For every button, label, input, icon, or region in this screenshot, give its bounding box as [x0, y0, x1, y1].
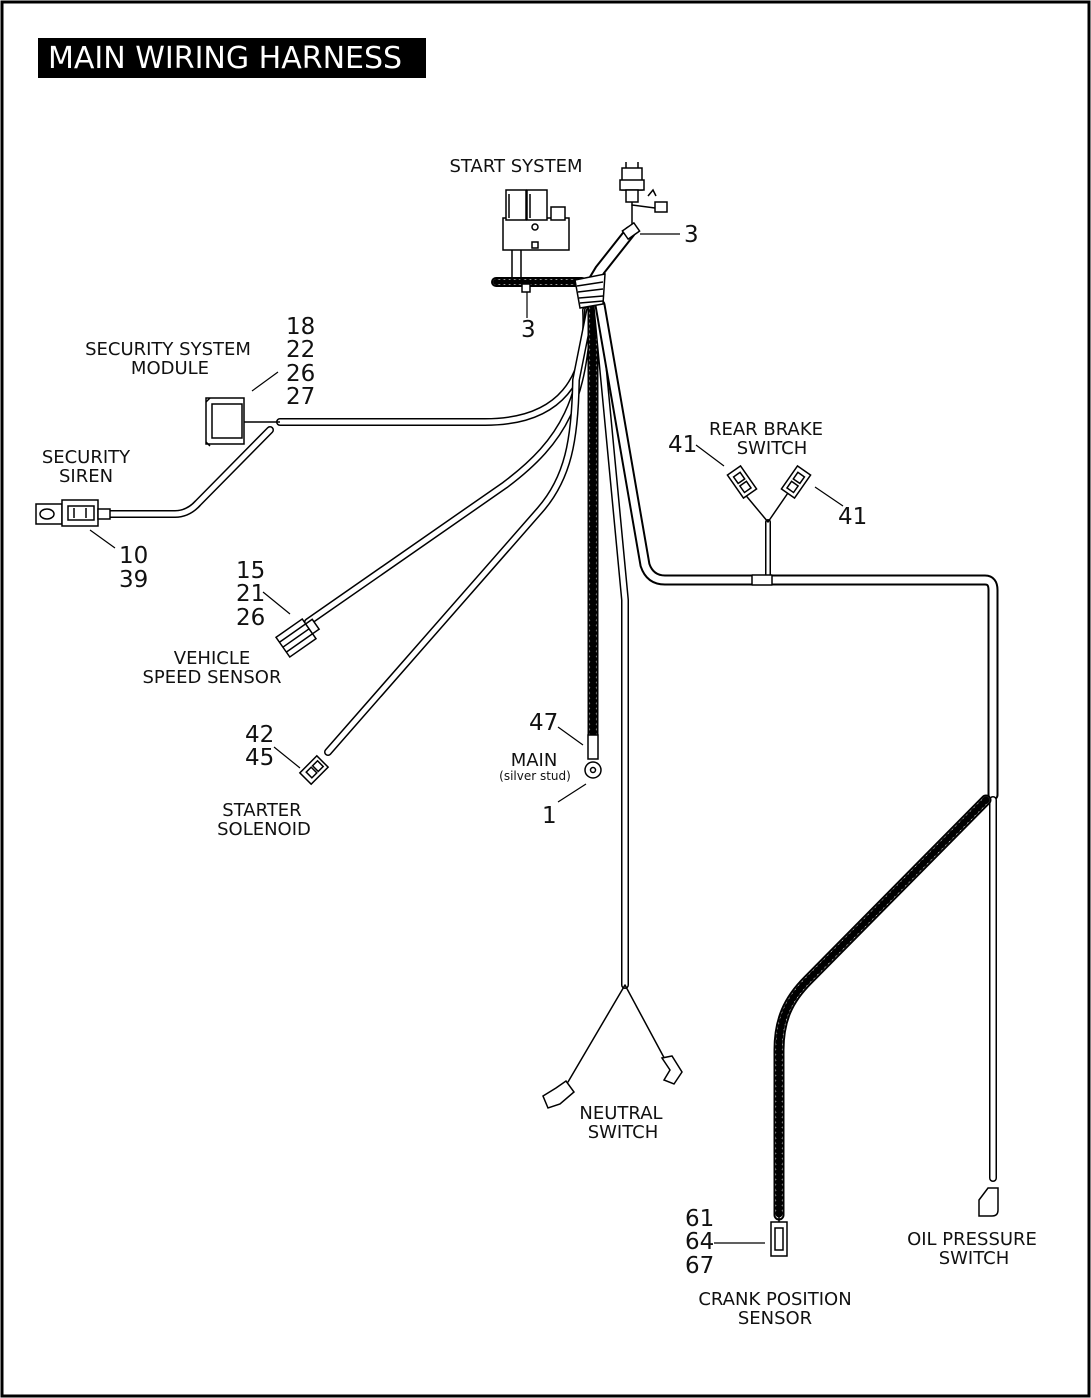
label-crank-sensor-line2: SENSOR [738, 1308, 812, 1329]
neutral-switch-terminals [542, 1055, 683, 1109]
callout-security-module-1: 18 [286, 314, 315, 340]
label-main: MAIN [511, 750, 558, 771]
wire-neutral-switch [593, 301, 629, 989]
callout-crank-sensor-2: 64 [685, 1229, 714, 1255]
title-block: MAIN WIRING HARNESS [38, 38, 426, 78]
leader-lines [89, 233, 844, 1244]
callout-speed-sensor-3: 26 [236, 605, 265, 631]
wire-neutral-leads [567, 984, 669, 1083]
label-oil-pressure-line1: OIL PRESSURE [907, 1229, 1037, 1250]
callout-security-module-4: 27 [286, 384, 315, 410]
callout-crank-sensor-1: 61 [685, 1206, 714, 1232]
label-neutral-switch-line1: NEUTRAL [579, 1103, 662, 1124]
wire-layer [106, 194, 999, 1221]
callout-security-siren-1: 10 [119, 543, 148, 569]
label-security-siren-line1: SECURITY [42, 447, 131, 468]
label-speed-sensor-line2: SPEED SENSOR [143, 667, 282, 688]
callout-crank-sensor-3: 67 [685, 1253, 714, 1279]
callout-speed-sensor-1: 15 [236, 558, 265, 584]
start-system-connector [521, 162, 668, 293]
oil-pressure-terminal [978, 1187, 999, 1217]
label-main-note: (silver stud) [499, 769, 571, 783]
harness-junction [574, 273, 606, 309]
starter-solenoid-connector [298, 754, 330, 786]
wire-rear-brake [742, 489, 791, 586]
wire-security-siren [106, 426, 274, 518]
title-background [38, 38, 426, 78]
rear-brake-connector-right [780, 464, 812, 500]
crank-sensor-connector [770, 1215, 788, 1257]
label-rear-brake-line2: SWITCH [737, 438, 808, 459]
callout-starter-solenoid-1: 42 [245, 722, 274, 748]
main-ring-terminal [584, 734, 602, 779]
label-rear-brake-line1: REAR BRAKE [709, 419, 823, 440]
callout-security-siren-2: 39 [119, 567, 148, 593]
callout-security-module-3: 26 [286, 361, 315, 387]
callout-rear-brake-right: 41 [838, 504, 867, 530]
start-system-relays [502, 189, 570, 251]
security-siren-connector [35, 499, 111, 527]
label-security-module-line2: MODULE [131, 358, 209, 379]
wire-speed-sensor [304, 306, 592, 626]
label-starter-solenoid-line1: STARTER [222, 800, 301, 821]
label-neutral-switch-line2: SWITCH [588, 1122, 659, 1143]
label-security-siren-line2: SIREN [59, 466, 113, 487]
callout-starter-solenoid-2: 45 [245, 745, 274, 771]
callout-speed-sensor-2: 21 [236, 581, 265, 607]
page-title: MAIN WIRING HARNESS [48, 41, 402, 76]
wire-security-module [276, 306, 591, 426]
callout-numbers: 3 3 18 22 26 27 10 39 15 21 26 42 45 47 … [119, 222, 867, 1279]
label-crank-sensor-line1: CRANK POSITION [698, 1289, 851, 1310]
wire-starter-solenoid [324, 306, 594, 756]
callout-main-bottom: 1 [542, 803, 557, 829]
label-oil-pressure-line2: SWITCH [939, 1248, 1010, 1269]
rear-brake-connector-left [726, 464, 758, 500]
label-start-system: START SYSTEM [450, 156, 583, 177]
callout-security-module-2: 22 [286, 337, 315, 363]
label-speed-sensor-line1: VEHICLE [174, 648, 251, 669]
wire-crank-sensor [773, 794, 992, 1221]
label-security-module-line1: SECURITY SYSTEM [85, 339, 251, 360]
callout-main-top: 47 [529, 710, 558, 736]
security-module-connector [205, 397, 280, 447]
wire-start-bundle [491, 249, 587, 287]
callout-start-right: 3 [684, 222, 699, 248]
component-labels: START SYSTEM SECURITY SYSTEM MODULE SECU… [42, 156, 1037, 1329]
callout-rear-brake-left: 41 [668, 432, 697, 458]
speed-sensor-connector [274, 617, 321, 659]
label-starter-solenoid-line2: SOLENOID [217, 819, 311, 840]
callout-start-below: 3 [521, 317, 536, 343]
wire-right-branch [594, 299, 999, 801]
